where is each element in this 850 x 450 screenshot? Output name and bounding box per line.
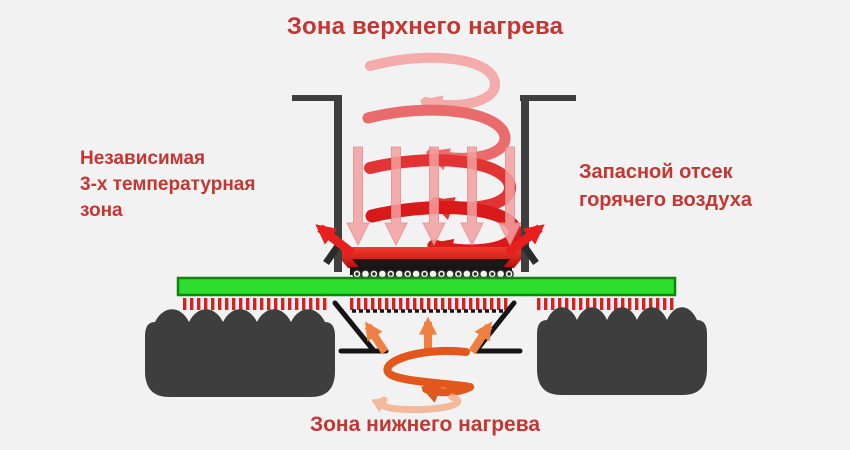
label-line: Запасной отсек [579, 161, 733, 183]
bottom-heating-zone-label: Зона нижнего нагрева [309, 413, 541, 436]
insulation-block-left [145, 309, 335, 397]
independent-temperature-zone-label: Независимая 3-х температурная зона [80, 146, 255, 224]
roller-chain [350, 267, 514, 279]
label-line: горячего воздуха [579, 189, 752, 211]
rising-hot-air-swirl-icon [371, 347, 474, 414]
heater-plate [338, 247, 524, 269]
downward-heat-arrows-icon [346, 146, 522, 247]
hot-air-compartment-label: Запасной отсек горячего воздуха [579, 158, 752, 214]
top-heating-zone-title: Зона верхнего нагрева [286, 13, 564, 40]
insulation-block-right [537, 307, 707, 395]
label-line: 3-х температурная [80, 174, 256, 195]
label-line: Независимая [80, 148, 206, 169]
bottom-heater-dashes [183, 298, 674, 310]
conveyor-belt [176, 276, 677, 297]
hot-air-spiral-icon [362, 52, 522, 263]
side-exhaust-arrows-icon [315, 224, 545, 257]
label-line: зона [80, 200, 123, 221]
